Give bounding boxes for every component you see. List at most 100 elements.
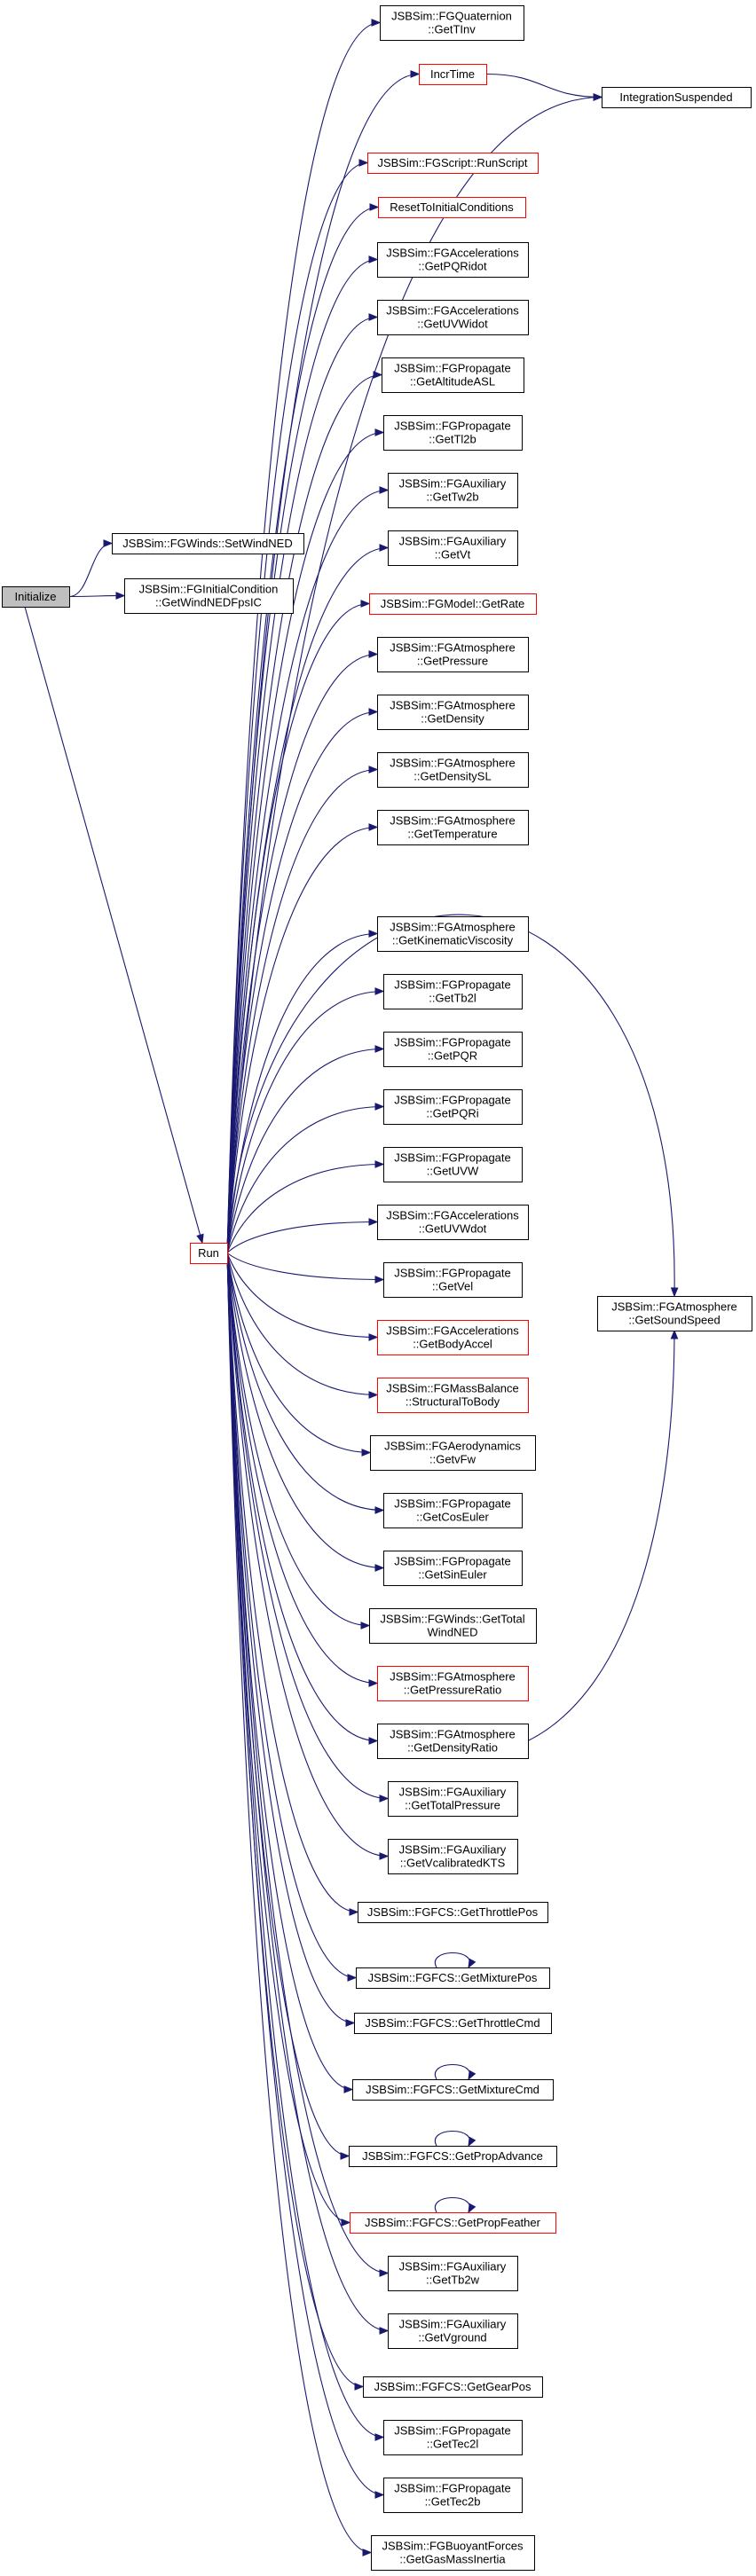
- node-getvt[interactable]: JSBSim::FGAuxiliary::GetVt: [388, 530, 518, 566]
- node-label: JSBSim::FGPropagate: [394, 362, 511, 375]
- edge-line: [226, 373, 382, 1253]
- edge-arrowhead: [368, 930, 379, 938]
- edge-arrowhead: [374, 987, 385, 995]
- node-label: ::GetTec2b: [425, 2495, 481, 2509]
- edge-arrowhead: [360, 1622, 371, 1630]
- edge-arrowhead: [374, 1045, 385, 1053]
- edge-arrowhead: [368, 1679, 379, 1687]
- node-label: JSBSim::FGFCS::GetPropFeather: [365, 2216, 541, 2229]
- node-label: ::GetUVWdot: [419, 1222, 487, 1236]
- node-getvcalibratedkts[interactable]: JSBSim::FGAuxiliary::GetVcalibratedKTS: [388, 1839, 518, 1874]
- node-label: ::GetVel: [432, 1280, 473, 1293]
- node-label: ::GetWindNEDFpsIC: [155, 596, 262, 609]
- node-box: [383, 974, 523, 1009]
- node-getuvwidot[interactable]: JSBSim::FGAccelerations::GetUVWidot: [377, 300, 529, 335]
- node-box: [363, 2376, 543, 2398]
- node-getmixturepos[interactable]: JSBSim::FGFCS::GetMixturePos: [356, 1967, 550, 1989]
- node-getgearpos[interactable]: JSBSim::FGFCS::GetGearPos: [363, 2376, 543, 2398]
- node-gettec2l[interactable]: JSBSim::FGPropagate::GetTec2l: [383, 2420, 523, 2455]
- node-box: [388, 1781, 518, 1817]
- node-getdensitysl[interactable]: JSBSim::FGAtmosphere::GetDensitySL: [377, 752, 529, 788]
- node-box: [2, 586, 70, 608]
- node-box: [370, 1435, 536, 1471]
- edge-line: [226, 1105, 384, 1253]
- node-label: JSBSim::FGAerodynamics: [384, 1440, 521, 1453]
- edge-arrowhead: [379, 1852, 390, 1860]
- node-getuvw[interactable]: JSBSim::FGPropagate::GetUVW: [383, 1147, 523, 1182]
- node-getpqri[interactable]: JSBSim::FGPropagate::GetPQRi: [383, 1089, 523, 1125]
- node-getvfw[interactable]: JSBSim::FGAerodynamics::GetvFw: [370, 1435, 536, 1471]
- node-gettb2l[interactable]: JSBSim::FGPropagate::GetTb2l: [383, 974, 523, 1009]
- node-label: JSBSim::FGPropagate: [394, 2424, 511, 2438]
- edge-arrowhead: [368, 823, 379, 831]
- edge-line: [226, 1253, 357, 1979]
- node-runscript[interactable]: JSBSim::FGScript::RunScript: [367, 153, 539, 174]
- node-getkinematicviscosity[interactable]: JSBSim::FGAtmosphere::GetKinematicViscos…: [377, 916, 529, 952]
- node-getvel[interactable]: JSBSim::FGPropagate::GetVel: [383, 1262, 523, 1298]
- node-label: JSBSim::FGPropagate: [394, 1267, 511, 1280]
- node-gettb2w[interactable]: JSBSim::FGAuxiliary::GetTb2w: [388, 2256, 518, 2291]
- node-getuvwdot[interactable]: JSBSim::FGAccelerations::GetUVWdot: [377, 1205, 529, 1240]
- node-label: JSBSim::FGAuxiliary: [399, 1786, 507, 1799]
- node-gettec2b[interactable]: JSBSim::FGPropagate::GetTec2b: [383, 2478, 523, 2513]
- node-label: ::GetTb2w: [426, 2274, 480, 2287]
- edge-arrowhead: [379, 2269, 390, 2277]
- node-getthrottlecmd[interactable]: JSBSim::FGFCS::GetThrottleCmd: [354, 2013, 552, 2034]
- node-label: JSBSim::FGFCS::GetMixtureCmd: [366, 2083, 539, 2096]
- edge-run-to-runscript: [226, 159, 369, 1253]
- node-getsineuler[interactable]: JSBSim::FGPropagate::GetSinEuler: [383, 1551, 523, 1586]
- node-getaltitudeasl[interactable]: JSBSim::FGPropagate::GetAltitudeASL: [382, 357, 524, 393]
- edge-line: [226, 1253, 384, 1281]
- node-getvground[interactable]: JSBSim::FGAuxiliary::GetVground: [388, 2313, 518, 2349]
- node-getbodyaccel[interactable]: JSBSim::FGAccelerations::GetBodyAccel: [377, 1320, 529, 1355]
- node-getpqridot[interactable]: JSBSim::FGAccelerations::GetPQRidot: [377, 242, 529, 278]
- node-gettemperature[interactable]: JSBSim::FGAtmosphere::GetTemperature: [377, 810, 529, 845]
- node-getpropfeather[interactable]: JSBSim::FGFCS::GetPropFeather: [350, 2212, 556, 2234]
- node-setwindned[interactable]: JSBSim::FGWinds::SetWindNED: [112, 533, 304, 554]
- node-gettotalpressure[interactable]: JSBSim::FGAuxiliary::GetTotalPressure: [388, 1781, 518, 1817]
- node-gettinv[interactable]: JSBSim::FGQuaternion::GetTInv: [380, 5, 524, 41]
- edge-arrowhead: [368, 1737, 379, 1745]
- edge-line: [226, 1253, 378, 1685]
- edge-arrowhead: [468, 1958, 476, 1969]
- edge-arrowhead: [115, 592, 126, 600]
- edge-arrowhead: [593, 93, 603, 101]
- node-getpqr[interactable]: JSBSim::FGPropagate::GetPQR: [383, 1032, 523, 1067]
- edge-run-to-getvcalibratedkts: [226, 1253, 390, 1860]
- node-resettoinitial[interactable]: ResetToInitialConditions: [378, 197, 526, 218]
- edge-run-to-getuvw: [226, 1160, 385, 1253]
- node-label: ::GetPQRi: [426, 1107, 478, 1120]
- node-structuraltobody[interactable]: JSBSim::FGMassBalance::StructuralToBody: [377, 1378, 529, 1413]
- node-label: ::GetTec2l: [427, 2438, 479, 2451]
- node-getgasmassinertia[interactable]: JSBSim::FGBuoyantForces::GetGasMassInert…: [371, 2535, 535, 2571]
- node-getpressureratio[interactable]: JSBSim::FGAtmosphere::GetPressureRatio: [377, 1666, 529, 1701]
- node-gettl2b[interactable]: JSBSim::FGPropagate::GetTl2b: [383, 415, 523, 451]
- node-run[interactable]: Run: [190, 1243, 228, 1264]
- node-box: [356, 1967, 550, 1989]
- node-label: ::GetGasMassInertia: [399, 2553, 506, 2566]
- node-getcoseuler[interactable]: JSBSim::FGPropagate::GetCosEuler: [383, 1493, 523, 1528]
- edge-arrowhead: [379, 486, 390, 494]
- node-getthrottlepos[interactable]: JSBSim::FGFCS::GetThrottlePos: [358, 1902, 548, 1923]
- edge-initialize-to-setwindned: [68, 539, 114, 598]
- edge-line: [226, 1048, 384, 1253]
- edge-run-to-gettec2b: [226, 1253, 385, 2499]
- node-getwindnedfpsic[interactable]: JSBSim::FGInitialCondition::GetWindNEDFp…: [124, 578, 294, 614]
- node-getdensityratio[interactable]: JSBSim::FGAtmosphere::GetDensityRatio: [377, 1724, 529, 1759]
- node-getdensity[interactable]: JSBSim::FGAtmosphere::GetDensity: [377, 695, 529, 730]
- node-gettw2b[interactable]: JSBSim::FGAuxiliary::GetTw2b: [388, 473, 518, 508]
- node-label: ::GetVcalibratedKTS: [400, 1857, 506, 1870]
- node-box: [377, 1320, 529, 1355]
- node-getsoundspeed[interactable]: JSBSim::FGAtmosphere::GetSoundSpeed: [597, 1296, 752, 1331]
- node-integrationsuspended[interactable]: IntegrationSuspended: [602, 87, 752, 108]
- node-getmixturecmd[interactable]: JSBSim::FGFCS::GetMixtureCmd: [352, 2079, 554, 2101]
- node-incrtime[interactable]: IncrTime: [419, 64, 487, 85]
- node-getpressure[interactable]: JSBSim::FGAtmosphere::GetPressure: [377, 637, 529, 672]
- edge-line: [226, 1253, 372, 2554]
- node-getpropadvance[interactable]: JSBSim::FGFCS::GetPropAdvance: [349, 2146, 557, 2167]
- node-box: [350, 2212, 556, 2234]
- node-getrate[interactable]: JSBSim::FGModel::GetRate: [369, 593, 537, 615]
- edge-run-to-getkinematicviscosity: [226, 930, 379, 1253]
- node-label: ::GetBodyAccel: [413, 1338, 492, 1351]
